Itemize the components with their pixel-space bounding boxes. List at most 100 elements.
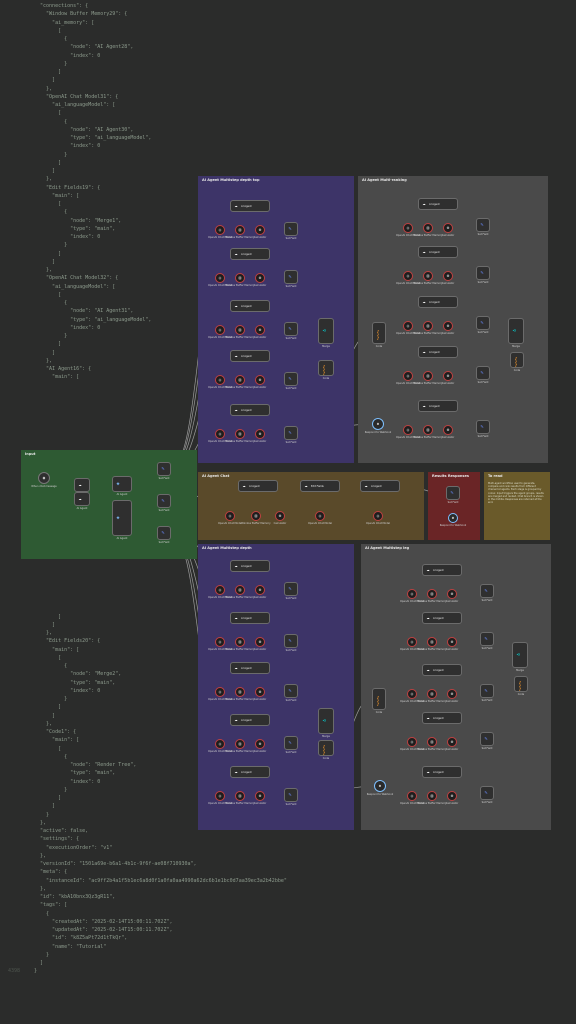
model-node[interactable]: ◎ <box>403 321 413 331</box>
set-node[interactable]: ✎ <box>480 684 494 698</box>
respond-node-r[interactable]: ✱ <box>372 418 384 430</box>
model-node[interactable]: ◎ <box>407 589 417 599</box>
chat-model-node[interactable]: ◎ <box>225 511 235 521</box>
memory-node[interactable]: ▤ <box>235 375 245 385</box>
tool-node[interactable]: ⚙ <box>255 739 265 749</box>
tool-node[interactable]: ⚙ <box>443 223 453 233</box>
agent-node[interactable]: ☁AI Agent <box>422 612 462 624</box>
response-node[interactable]: ✱ <box>448 513 458 523</box>
model-node[interactable]: ◎ <box>215 429 225 439</box>
agent-node[interactable]: ☁AI Agent <box>230 200 270 212</box>
chat-model-node-3[interactable]: ◎ <box>373 511 383 521</box>
agent-node[interactable]: ☁AI Agent <box>418 246 458 258</box>
chat-model-node-2[interactable]: ◎ <box>315 511 325 521</box>
tool-node[interactable]: ⚙ <box>447 689 457 699</box>
model-node[interactable]: ◎ <box>403 425 413 435</box>
memory-node[interactable]: ▤ <box>423 223 433 233</box>
set-node[interactable]: ✎ <box>476 420 490 434</box>
merge-node-2[interactable]: ⊲ <box>508 318 524 344</box>
response-set-node[interactable]: ✎ <box>446 486 460 500</box>
respond-node-r2[interactable]: ✱ <box>374 780 386 792</box>
set-node[interactable]: ✎ <box>476 366 490 380</box>
memory-node[interactable]: ▤ <box>235 637 245 647</box>
merge-node-4[interactable]: ⊲ <box>512 642 528 668</box>
agent-node[interactable]: ☁AI Agent <box>418 296 458 308</box>
agent-node[interactable]: ☁AI Agent <box>422 664 462 676</box>
code-node-4[interactable]: { } <box>514 676 528 692</box>
tool-node[interactable]: ⚙ <box>255 325 265 335</box>
model-node[interactable]: ◎ <box>215 585 225 595</box>
model-node[interactable]: ◎ <box>215 225 225 235</box>
tool-node[interactable]: ⚙ <box>255 273 265 283</box>
agent-node[interactable]: ☁AI Agent <box>230 560 270 572</box>
input-switch-node[interactable]: ◈ <box>112 476 132 492</box>
tool-node[interactable]: ⚙ <box>255 225 265 235</box>
tool-node[interactable]: ⚙ <box>255 429 265 439</box>
memory-node[interactable]: ▤ <box>423 321 433 331</box>
memory-node[interactable]: ▤ <box>235 687 245 697</box>
memory-node[interactable]: ▤ <box>235 739 245 749</box>
model-node[interactable]: ◎ <box>215 637 225 647</box>
chat-memory-node[interactable]: ▤ <box>251 511 261 521</box>
model-node[interactable]: ◎ <box>403 271 413 281</box>
memory-node[interactable]: ▤ <box>427 737 437 747</box>
code-node-3[interactable]: { } <box>318 740 334 756</box>
code-node-2[interactable]: { } <box>510 352 524 368</box>
code-node-r[interactable]: { } <box>372 322 386 344</box>
merge-node-3[interactable]: ⊲ <box>318 708 334 734</box>
tool-node[interactable]: ⚙ <box>443 271 453 281</box>
memory-node[interactable]: ▤ <box>235 273 245 283</box>
agent-node[interactable]: ☁AI Agent <box>422 766 462 778</box>
model-node[interactable]: ◎ <box>407 637 417 647</box>
agent-node[interactable]: ☁AI Agent <box>418 346 458 358</box>
tool-node[interactable]: ⚙ <box>255 585 265 595</box>
model-node[interactable]: ◎ <box>403 223 413 233</box>
memory-node[interactable]: ▤ <box>423 425 433 435</box>
tool-node[interactable]: ⚙ <box>443 321 453 331</box>
agent-node[interactable]: ☁AI Agent <box>230 248 270 260</box>
model-node[interactable]: ◎ <box>215 791 225 801</box>
tool-node[interactable]: ⚙ <box>443 425 453 435</box>
chat-tool-node[interactable]: ⚙ <box>275 511 285 521</box>
input-fanout-node[interactable]: ◈ <box>112 500 132 536</box>
tool-node[interactable]: ⚙ <box>447 637 457 647</box>
response-group[interactable]: Results Responses <box>428 472 480 540</box>
tool-node[interactable]: ⚙ <box>443 371 453 381</box>
memory-node[interactable]: ▤ <box>235 585 245 595</box>
agent-node[interactable]: ☁AI Agent <box>230 714 270 726</box>
agent-node[interactable]: ☁AI Agent <box>230 404 270 416</box>
memory-node[interactable]: ▤ <box>235 429 245 439</box>
agent-node[interactable]: ☁AI Agent <box>230 766 270 778</box>
chat-agent-node-1[interactable]: ☁AI Agent <box>238 480 278 492</box>
set-node[interactable]: ✎ <box>284 270 298 284</box>
chat-agent-node-2[interactable]: ☁Edit Fields <box>300 480 340 492</box>
tool-node[interactable]: ⚙ <box>447 791 457 801</box>
set-node[interactable]: ✎ <box>284 736 298 750</box>
set-node[interactable]: ✎ <box>284 222 298 236</box>
tool-node[interactable]: ⚙ <box>255 791 265 801</box>
input-agent-node[interactable]: ☁ <box>74 478 90 492</box>
set-node[interactable]: ✎ <box>480 732 494 746</box>
agent-node[interactable]: ☁AI Agent <box>230 350 270 362</box>
agent-node[interactable]: ☁AI Agent <box>230 612 270 624</box>
model-node[interactable]: ◎ <box>215 739 225 749</box>
memory-node[interactable]: ▤ <box>423 371 433 381</box>
set-node[interactable]: ✎ <box>157 494 171 508</box>
set-node[interactable]: ✎ <box>480 584 494 598</box>
agent-node[interactable]: ☁AI Agent <box>418 400 458 412</box>
tool-node[interactable]: ⚙ <box>255 637 265 647</box>
memory-node[interactable]: ▤ <box>235 791 245 801</box>
tool-node[interactable]: ⚙ <box>447 589 457 599</box>
model-node[interactable]: ◎ <box>403 371 413 381</box>
set-node[interactable]: ✎ <box>284 788 298 802</box>
readme-note[interactable]: To read Multi-agent workflow used to gen… <box>484 472 550 540</box>
agent-node[interactable]: ☁AI Agent <box>230 300 270 312</box>
memory-node[interactable]: ▤ <box>427 589 437 599</box>
set-node[interactable]: ✎ <box>157 526 171 540</box>
set-node[interactable]: ✎ <box>284 372 298 386</box>
tool-node[interactable]: ⚙ <box>447 737 457 747</box>
model-node[interactable]: ◎ <box>407 791 417 801</box>
set-node[interactable]: ✎ <box>284 684 298 698</box>
memory-node[interactable]: ▤ <box>427 791 437 801</box>
